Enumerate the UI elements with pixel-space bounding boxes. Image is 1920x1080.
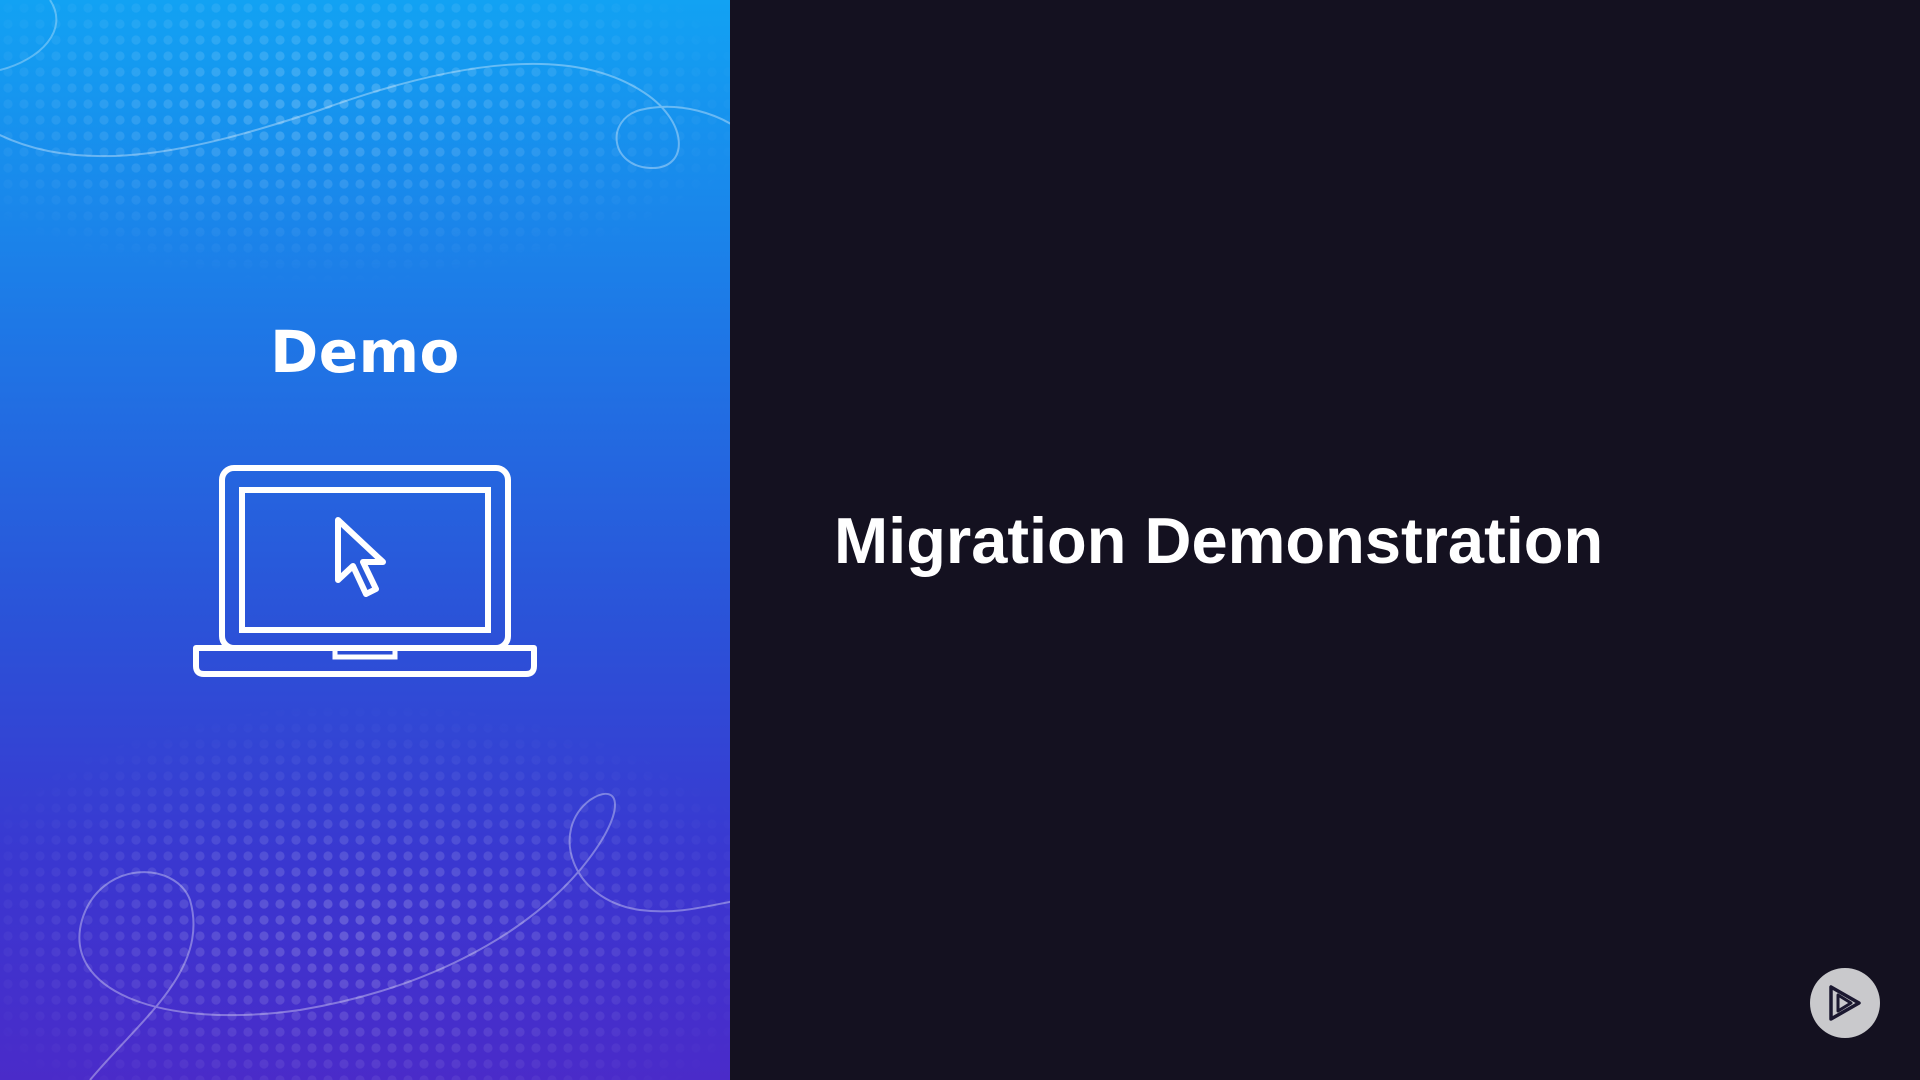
demo-panel: Demo <box>0 0 730 1080</box>
demo-label: Demo <box>270 318 460 386</box>
play-logo-icon <box>1810 968 1880 1038</box>
laptop-cursor-icon <box>193 465 537 677</box>
halftone-decoration <box>0 0 730 1080</box>
title-panel: Migration Demonstration <box>730 0 1920 1080</box>
slide-title: Migration Demonstration <box>834 504 1604 577</box>
play-triangle-icon <box>1829 985 1861 1021</box>
